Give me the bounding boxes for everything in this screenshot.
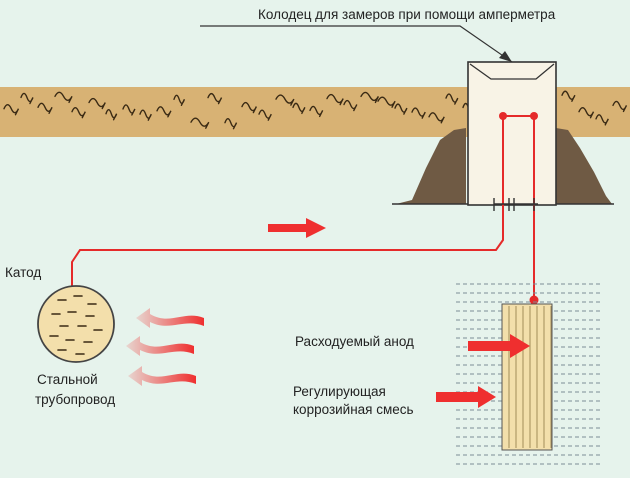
cathode-label: Катод xyxy=(5,265,42,280)
soil-squiggle xyxy=(122,104,136,116)
soil-squiggle xyxy=(3,104,20,116)
soil-squiggle xyxy=(612,100,628,113)
pointer-arrowhead xyxy=(499,51,512,62)
soil-squiggle xyxy=(241,101,258,114)
soil-squiggle xyxy=(275,94,295,106)
anode-arrow-icon xyxy=(468,334,530,358)
well-mound-right xyxy=(556,128,612,204)
terminal-left xyxy=(499,112,507,120)
soil-squiggle xyxy=(71,107,86,119)
soil-squiggle xyxy=(292,102,306,115)
anode-label: Расходуемый анод xyxy=(295,334,414,349)
pipe-texture xyxy=(49,295,103,355)
corrosion-mix-label-line1: Регулирующая xyxy=(293,384,386,399)
soil-squiggle xyxy=(258,109,272,121)
soil-squiggle xyxy=(88,97,106,110)
soil-squiggle xyxy=(394,103,408,115)
soil-squiggle xyxy=(326,93,344,106)
measuring-well-box xyxy=(467,61,557,206)
soil-squiggle xyxy=(309,105,324,118)
steel-pipe-label-line1: Стальной xyxy=(37,372,98,387)
soil-squiggle xyxy=(224,117,238,130)
anode-connection xyxy=(529,295,539,305)
soil-squiggle xyxy=(207,92,223,105)
soil-squiggle xyxy=(105,109,118,121)
corrosion-mix-label-line2: коррозийная смесь xyxy=(293,402,414,417)
soil-squiggle xyxy=(595,114,609,126)
soil-squiggle xyxy=(156,106,172,118)
soil-squiggle xyxy=(578,107,595,119)
steel-pipe-label-line2: трубопровод xyxy=(35,392,116,407)
soil-squiggle xyxy=(190,117,210,129)
anode-body xyxy=(501,303,553,451)
anode-texture xyxy=(508,306,552,448)
soil-squiggle xyxy=(411,107,426,119)
current-arrow-icon xyxy=(268,218,326,238)
well-label-pointer xyxy=(200,25,513,63)
well-lid xyxy=(469,63,555,80)
steel-pipe xyxy=(37,285,115,363)
soil-squiggle xyxy=(428,112,445,124)
soil-squiggle xyxy=(173,94,186,106)
ammeter-contacts xyxy=(493,198,538,211)
mix-arrow-icon xyxy=(436,386,496,408)
soil-squiggle xyxy=(360,91,380,104)
soil-squiggle xyxy=(139,109,152,121)
soil-squiggle xyxy=(54,91,73,104)
measuring-well-label: Колодец для замеров при помощи амперметр… xyxy=(258,7,556,22)
soil-squiggle xyxy=(377,96,396,108)
well-mound xyxy=(396,128,466,204)
soil-squiggle xyxy=(445,93,459,105)
corrosion-arrows-icon xyxy=(126,308,204,386)
soil-texture xyxy=(3,90,628,130)
soil-squiggle xyxy=(561,90,576,102)
soil-squiggle xyxy=(343,99,358,112)
soil-squiggle xyxy=(20,92,34,105)
soil-squiggle xyxy=(37,102,53,114)
terminal-right xyxy=(530,112,538,120)
